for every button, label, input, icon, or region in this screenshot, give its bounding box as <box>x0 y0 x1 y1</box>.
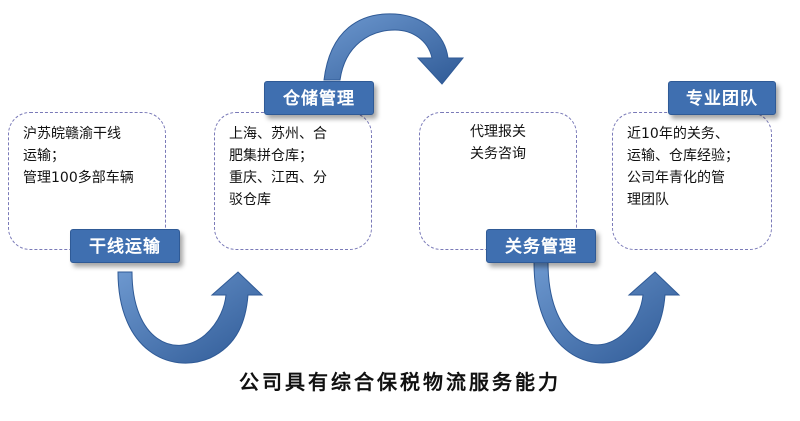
card-warehouse: 上海、苏州、合 肥集拼仓库； 重庆、江西、分 驳仓库 <box>214 112 372 250</box>
tag-customs: 关务管理 <box>486 229 596 263</box>
card-line: 沪苏皖赣渝干线 <box>23 126 121 142</box>
card-customs: 代理报关 关务咨询 <box>419 112 577 250</box>
tag-trunk-transport: 干线运输 <box>70 229 180 263</box>
card-team: 近10年的关务、 运输、仓库经验； 公司年青化的管 理团队 <box>612 112 772 250</box>
card-line: 理团队 <box>627 192 669 208</box>
curved-arrow-1 <box>117 271 264 364</box>
card-line: 驳仓库 <box>229 192 271 208</box>
card-line: 管理100多部车辆 <box>23 170 134 186</box>
card-line: 关务咨询 <box>470 146 526 162</box>
curved-arrow-3 <box>533 261 681 364</box>
card-line: 代理报关 <box>470 124 526 140</box>
card-line: 近10年的关务、 <box>627 126 729 142</box>
curved-arrow-2 <box>323 13 465 85</box>
card-trunk-transport: 沪苏皖赣渝干线 运输； 管理100多部车辆 <box>8 112 166 250</box>
card-line: 运输； <box>23 148 65 164</box>
card-line: 公司年青化的管 <box>627 170 725 186</box>
card-line: 运输、仓库经验； <box>627 148 739 164</box>
diagram-caption: 公司具有综合保税物流服务能力 <box>239 370 561 394</box>
card-line: 上海、苏州、合 <box>229 126 327 142</box>
tag-warehouse: 仓储管理 <box>264 81 374 115</box>
card-line: 肥集拼仓库； <box>229 148 313 164</box>
card-line: 重庆、江西、分 <box>229 170 327 186</box>
tag-team: 专业团队 <box>668 81 776 115</box>
